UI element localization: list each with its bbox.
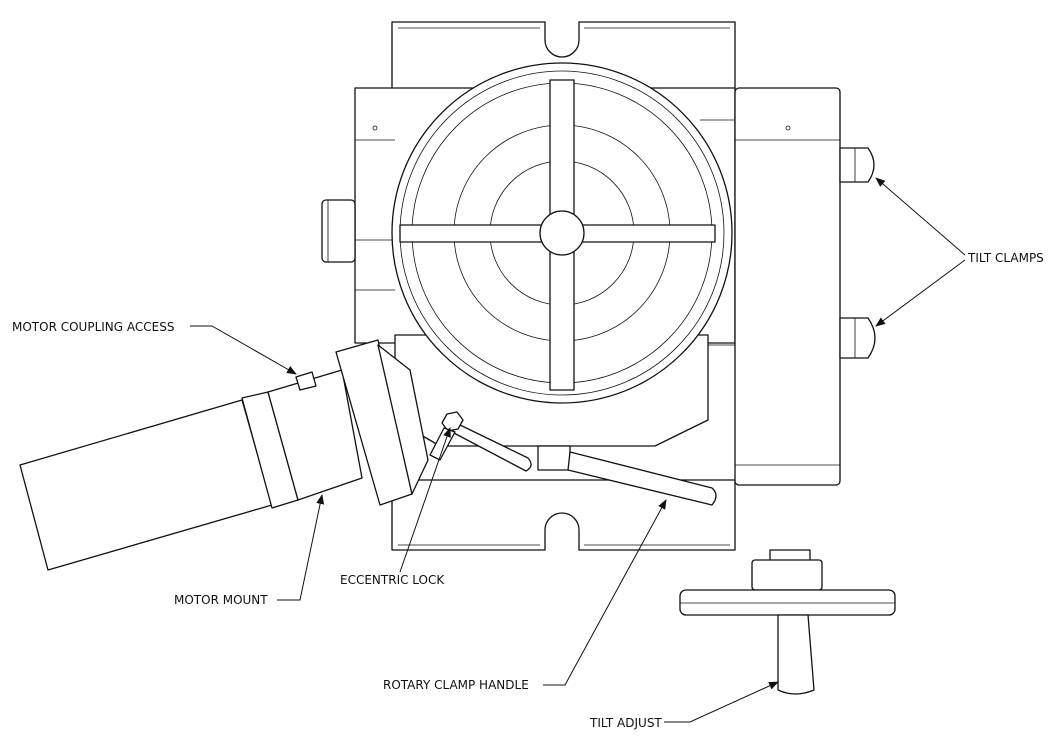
tilt-adjust-handwheel <box>679 549 896 695</box>
label-eccentric-lock: ECCENTRIC LOCK <box>340 573 445 587</box>
label-tilt-clamps: TILT CLAMPS <box>967 251 1044 265</box>
clamp-block <box>537 445 571 471</box>
tilt-housing <box>734 87 841 486</box>
tilt-clamp-knob-upper <box>839 147 875 183</box>
rotary-clamp-handle <box>567 451 717 506</box>
label-motor-mount: MOTOR MOUNT <box>174 593 268 607</box>
label-rotary-clamp-handle: ROTARY CLAMP HANDLE <box>383 678 529 692</box>
label-motor-coupling-access: MOTOR COUPLING ACCESS <box>12 320 174 334</box>
motor-assembly <box>19 339 429 571</box>
leader-lines <box>190 177 966 723</box>
label-tilt-adjust: TILT ADJUST <box>589 716 662 730</box>
base-plate <box>391 21 736 551</box>
tilt-clamp-knob-lower <box>839 317 876 359</box>
rotary-table <box>391 62 733 404</box>
